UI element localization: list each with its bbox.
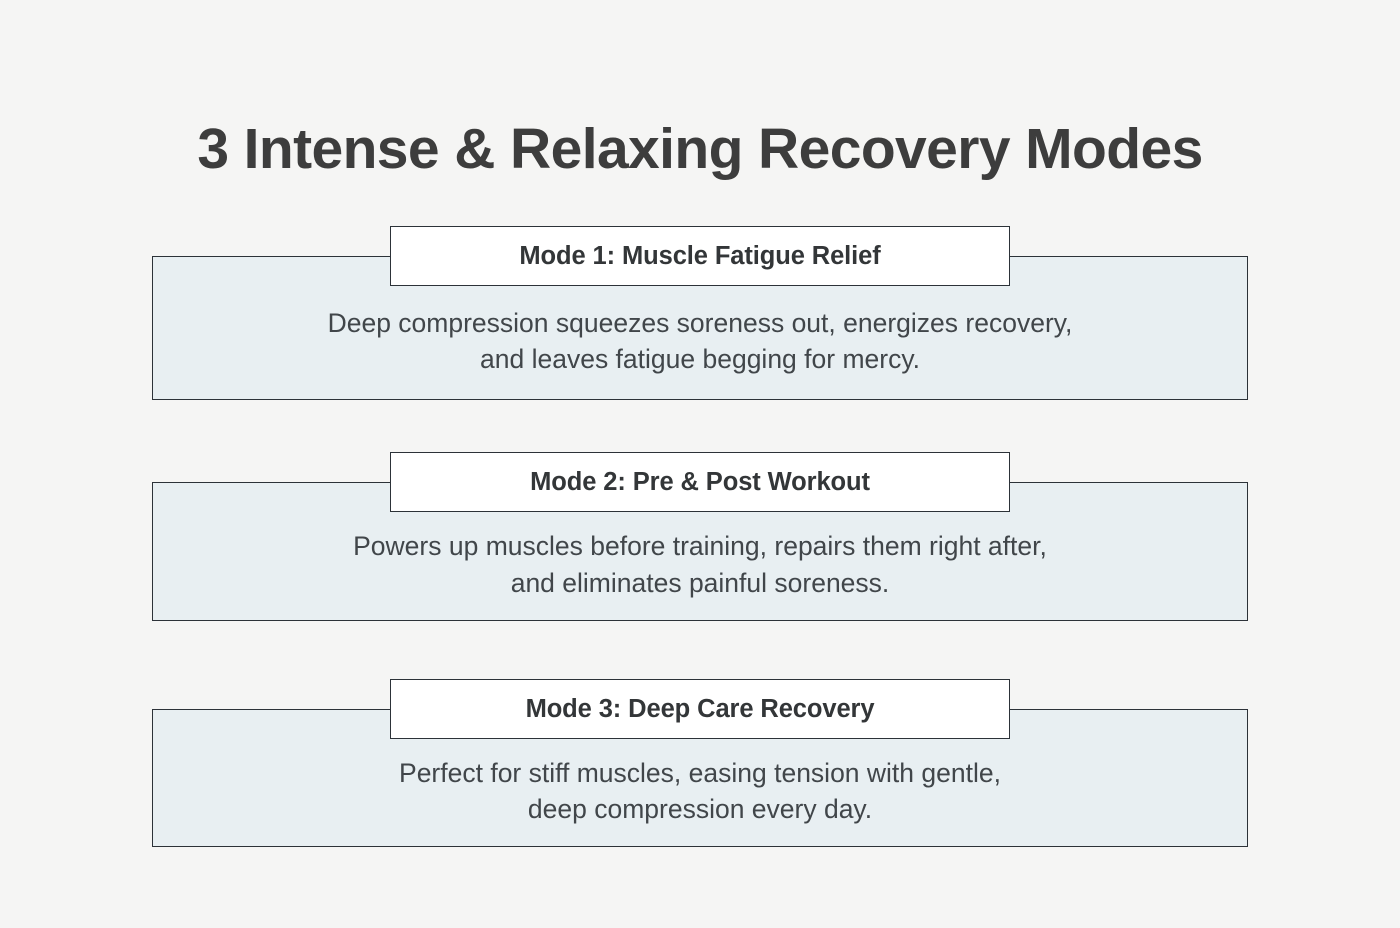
mode-description-3: Perfect for stiff muscles, easing tensio… bbox=[399, 757, 1001, 824]
page-title: 3 Intense & Relaxing Recovery Modes bbox=[197, 117, 1203, 182]
mode-header-label-1: Mode 1: Muscle Fatigue Relief bbox=[519, 241, 881, 270]
mode-header-label-3: Mode 3: Deep Care Recovery bbox=[525, 694, 875, 723]
mode-header-box-1: Mode 1: Muscle Fatigue Relief bbox=[390, 226, 1010, 286]
mode-description-1: Deep compression squeezes soreness out, … bbox=[327, 307, 1073, 374]
mode-header-box-3: Mode 3: Deep Care Recovery bbox=[390, 679, 1010, 739]
mode-header-box-2: Mode 2: Pre & Post Workout bbox=[390, 452, 1010, 512]
mode-header-label-2: Mode 2: Pre & Post Workout bbox=[530, 467, 870, 496]
mode-card-body-3: Perfect for stiff muscles, easing tensio… bbox=[152, 709, 1248, 847]
mode-description-2: Powers up muscles before training, repai… bbox=[353, 531, 1047, 598]
